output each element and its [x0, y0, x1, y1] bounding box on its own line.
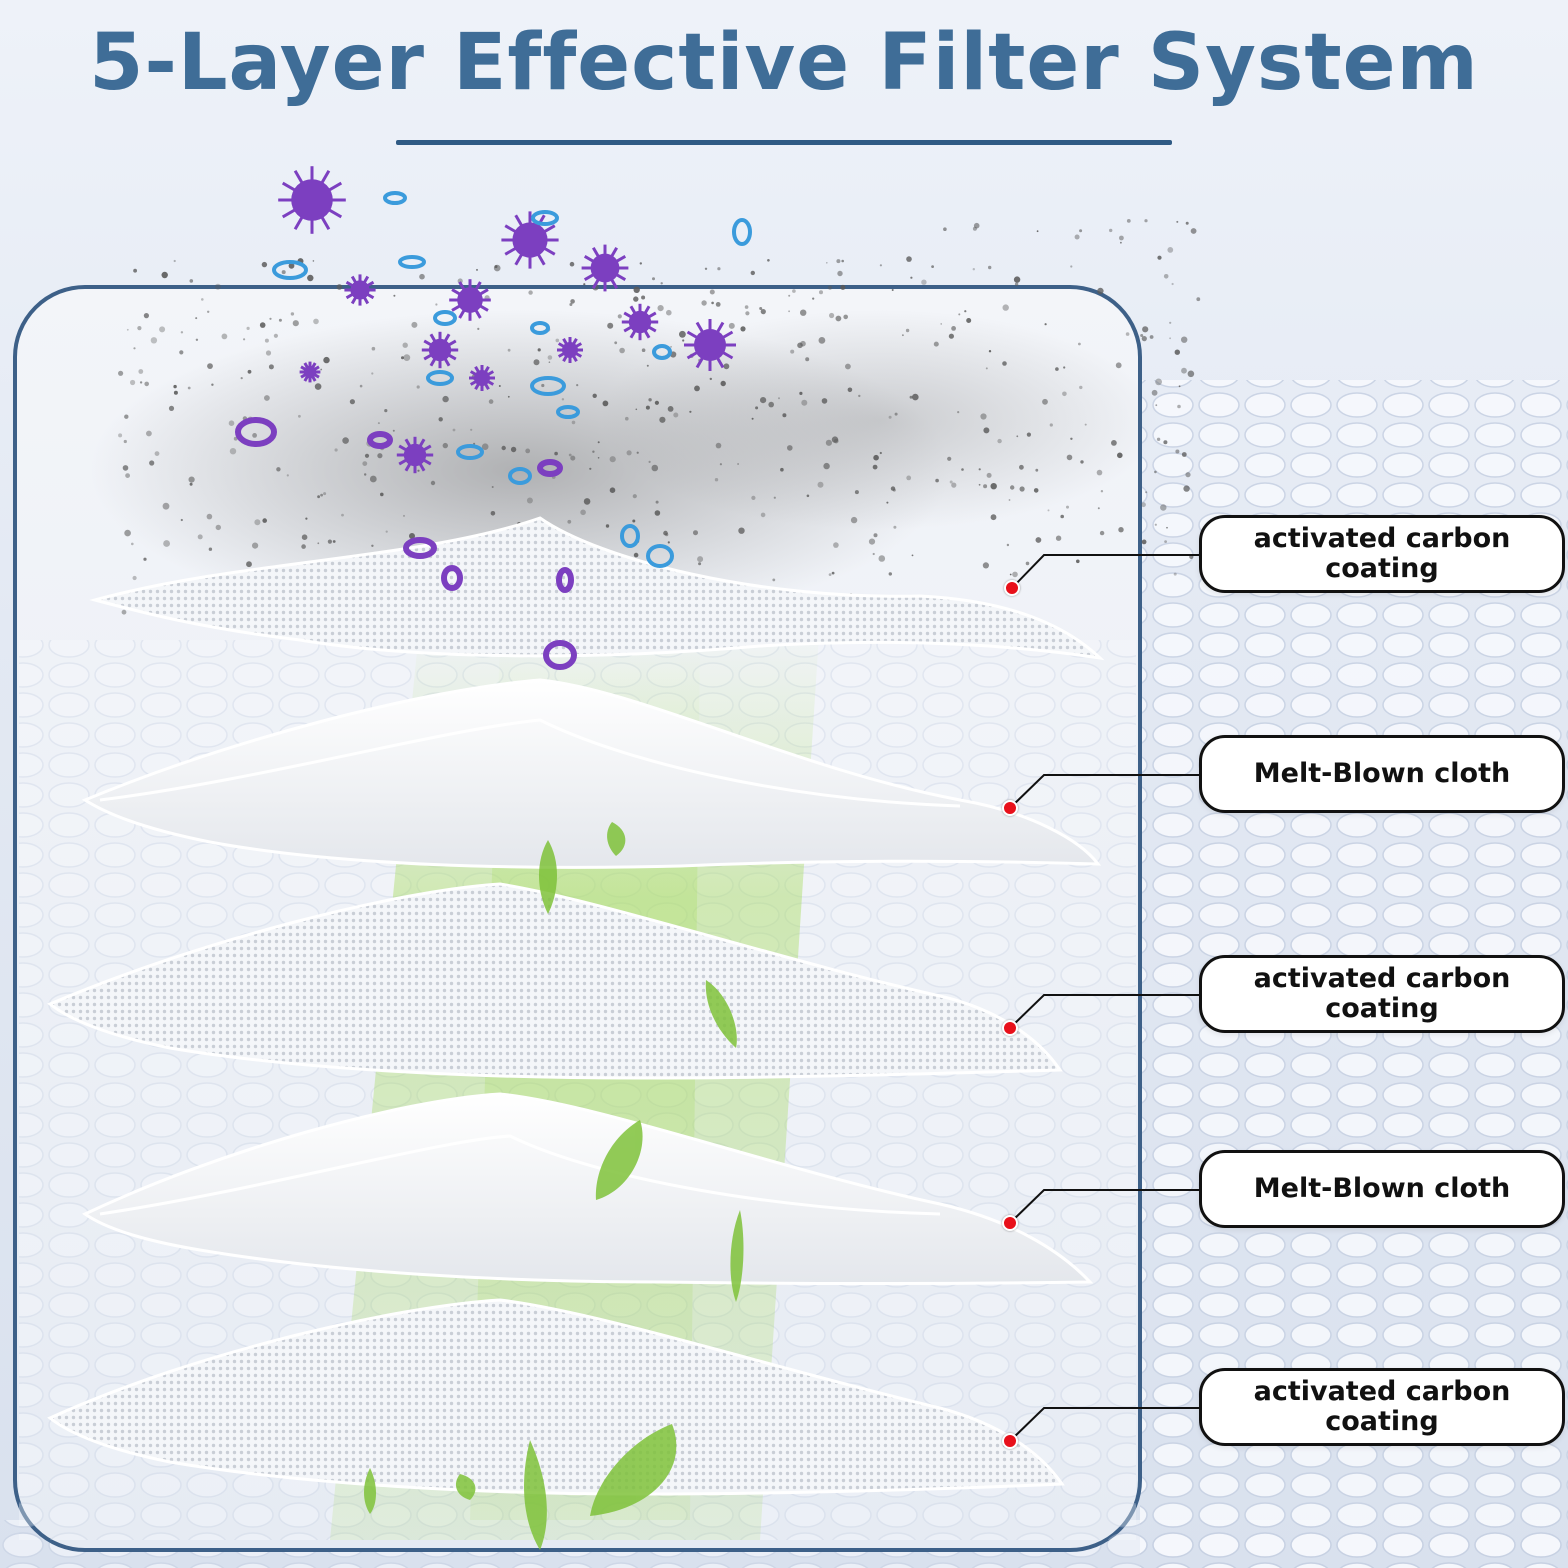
virus-icon	[501, 211, 559, 269]
layer-2	[81, 678, 1102, 869]
leader-dot	[1002, 1020, 1018, 1036]
title-underline	[396, 140, 1172, 145]
droplet-icon	[556, 405, 580, 419]
dust-dots	[118, 219, 1201, 621]
virus-ring-icon	[537, 459, 563, 477]
virus-icon	[469, 365, 495, 391]
virus-icon	[449, 279, 491, 321]
virus-icon	[299, 361, 321, 383]
virus-icon	[396, 436, 434, 474]
droplet-icon	[530, 321, 550, 335]
virus-ring-icon	[543, 640, 577, 670]
virus-ring-icon	[367, 431, 393, 449]
virus-icon	[557, 337, 583, 363]
droplet-icon	[508, 467, 532, 485]
virus-icon	[278, 166, 346, 234]
virus-icon	[278, 166, 736, 474]
droplet-icon	[398, 255, 426, 269]
virus-icon	[344, 274, 376, 306]
layer-5-label-text: activated carbon coating	[1253, 1376, 1511, 1437]
droplet-icon	[652, 344, 672, 360]
droplet-icon	[620, 524, 640, 548]
virus-icon	[621, 303, 659, 341]
layer-4	[82, 1092, 1094, 1285]
droplet-icon	[383, 191, 407, 205]
virus-ring-icon	[441, 565, 463, 591]
layer-2-label: Melt-Blown cloth	[1199, 735, 1565, 813]
layer-3-label: activated carbon coating	[1199, 955, 1565, 1033]
leader-lines	[1009, 554, 1200, 1442]
leader-dot	[1002, 800, 1018, 816]
virus-ring-icon	[556, 567, 574, 593]
layer-3	[47, 882, 1063, 1080]
virus-ring-icon	[235, 417, 277, 447]
layer-2-label-text: Melt-Blown cloth	[1253, 758, 1511, 789]
virus-icon	[581, 244, 629, 292]
droplet-icon	[272, 260, 308, 280]
page-title: 5-Layer Effective Filter System	[89, 18, 1479, 108]
droplet-icon	[530, 376, 566, 396]
layer-3-label-text: activated carbon coating	[1253, 963, 1511, 1024]
droplet-icon	[456, 444, 484, 460]
leader-dot	[1002, 1215, 1018, 1231]
droplet-icon	[732, 218, 752, 246]
layer-1-label: activated carbon coating	[1199, 515, 1565, 593]
virus-icon	[684, 319, 736, 371]
layer-4-label-text: Melt-Blown cloth	[1253, 1173, 1511, 1204]
layer-1-label-text: activated carbon coating	[1253, 523, 1511, 584]
layer-1	[89, 516, 1105, 661]
droplet-icon	[646, 544, 674, 568]
droplet-icon	[531, 210, 559, 226]
layer-5	[47, 1298, 1065, 1496]
layer-4-label: Melt-Blown cloth	[1199, 1150, 1565, 1228]
virus-ring-icon	[403, 537, 437, 559]
droplet-icon	[433, 310, 457, 326]
leader-dot	[1002, 1433, 1018, 1449]
virus-icon	[421, 331, 459, 369]
layer-5-label: activated carbon coating	[1199, 1368, 1565, 1446]
leader-dot	[1004, 580, 1020, 596]
droplet-icon	[426, 370, 454, 386]
droplet-icon	[235, 191, 752, 670]
leaf-icon	[364, 822, 744, 1550]
